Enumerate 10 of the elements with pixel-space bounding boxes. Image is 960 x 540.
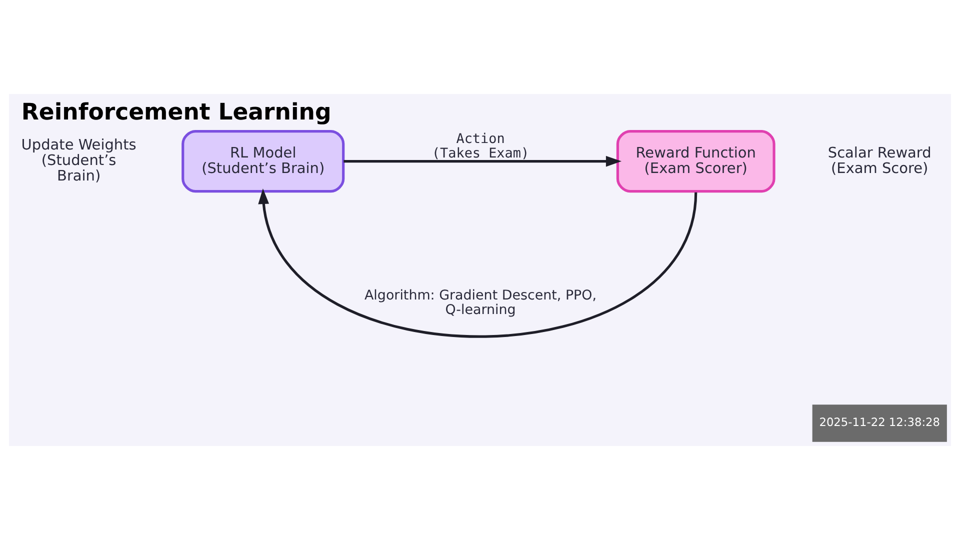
arrow: [258, 188, 698, 338]
edge-label: Algorithm: Gradient Descent, PPO, Q-learning: [364, 288, 597, 318]
edge-label: Action (Takes Exam): [432, 132, 530, 162]
diagram-title: Reinforcement Learning: [21, 99, 332, 126]
label: Scalar Reward (Exam Score): [828, 145, 932, 177]
node-box: RL Model (Student’s Brain): [182, 130, 345, 193]
node-box: Reward Function (Exam Scorer): [616, 130, 776, 193]
label: 2025-11-22 12:38:28: [819, 415, 940, 430]
label: Update Weights (Student’s Brain): [21, 138, 136, 185]
arrow: [344, 156, 622, 167]
